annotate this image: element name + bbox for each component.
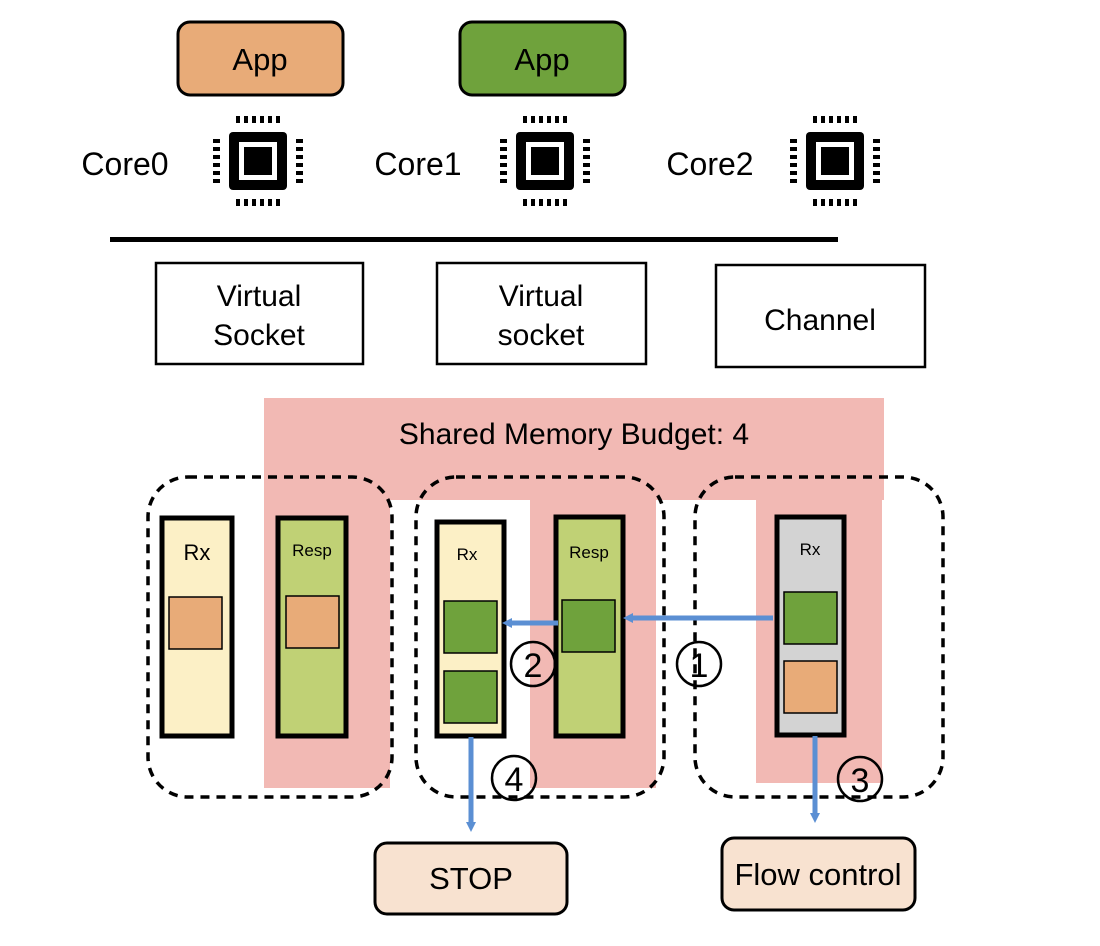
step-1-marker: 1 bbox=[675, 640, 723, 688]
step-4-marker: 4 bbox=[490, 754, 538, 802]
step-3-marker: 3 bbox=[836, 755, 884, 803]
cpu-chip-icon bbox=[213, 116, 303, 206]
packet bbox=[443, 670, 498, 724]
channel-group bbox=[693, 475, 945, 799]
queue-label: Rx bbox=[800, 540, 821, 559]
channel-label: Channel bbox=[764, 304, 876, 337]
step-number: 4 bbox=[505, 761, 524, 799]
budget-label: Shared Memory Budget: 4 bbox=[399, 418, 749, 451]
socket-group-0 bbox=[146, 475, 394, 799]
rx-queue: Rx bbox=[159, 515, 235, 739]
virtual-socket-box-1: Virtual socket bbox=[435, 261, 648, 366]
flow-control-label: Flow control bbox=[734, 857, 901, 892]
resp-queue: Resp bbox=[553, 514, 626, 739]
cpu-chip-icon bbox=[500, 116, 590, 206]
packet bbox=[168, 596, 223, 650]
packet bbox=[561, 599, 616, 653]
socket-group-1 bbox=[414, 475, 666, 799]
queue-label: Rx bbox=[184, 540, 211, 565]
socket-label-line2: socket bbox=[498, 319, 585, 352]
step-2-marker: 2 bbox=[509, 640, 557, 688]
packet bbox=[783, 660, 838, 714]
packet bbox=[783, 591, 838, 645]
cpu-chip-icon bbox=[790, 116, 880, 206]
queue-label: Rx bbox=[457, 545, 478, 564]
flow-control-box: Flow control bbox=[720, 836, 917, 912]
step-number: 3 bbox=[851, 762, 870, 800]
step-number: 1 bbox=[690, 647, 709, 685]
queue-label: Resp bbox=[292, 541, 332, 560]
core0-label: Core0 bbox=[81, 146, 168, 182]
packet bbox=[285, 595, 340, 649]
step-number: 2 bbox=[524, 647, 543, 685]
channel-box: Channel bbox=[714, 263, 927, 369]
rx-queue: Rx bbox=[434, 519, 507, 739]
stop-label: STOP bbox=[429, 861, 513, 896]
app-label: App bbox=[514, 42, 569, 77]
divider-line bbox=[110, 237, 838, 242]
virtual-socket-box-0: Virtual Socket bbox=[154, 261, 365, 366]
app-box-core1: App bbox=[458, 20, 627, 97]
app-label: App bbox=[232, 42, 287, 77]
resp-queue: Resp bbox=[275, 515, 349, 739]
packet bbox=[443, 600, 498, 654]
stop-box: STOP bbox=[373, 841, 569, 916]
socket-label-line1: Virtual bbox=[499, 280, 584, 313]
socket-label-line2: Socket bbox=[213, 319, 305, 352]
channel-rx-queue: Rx bbox=[774, 514, 847, 738]
queue-label: Resp bbox=[569, 543, 609, 562]
app-box-core0: App bbox=[176, 20, 345, 97]
socket-label-line1: Virtual bbox=[217, 280, 302, 313]
core1-label: Core1 bbox=[374, 146, 461, 182]
core2-label: Core2 bbox=[666, 146, 753, 182]
